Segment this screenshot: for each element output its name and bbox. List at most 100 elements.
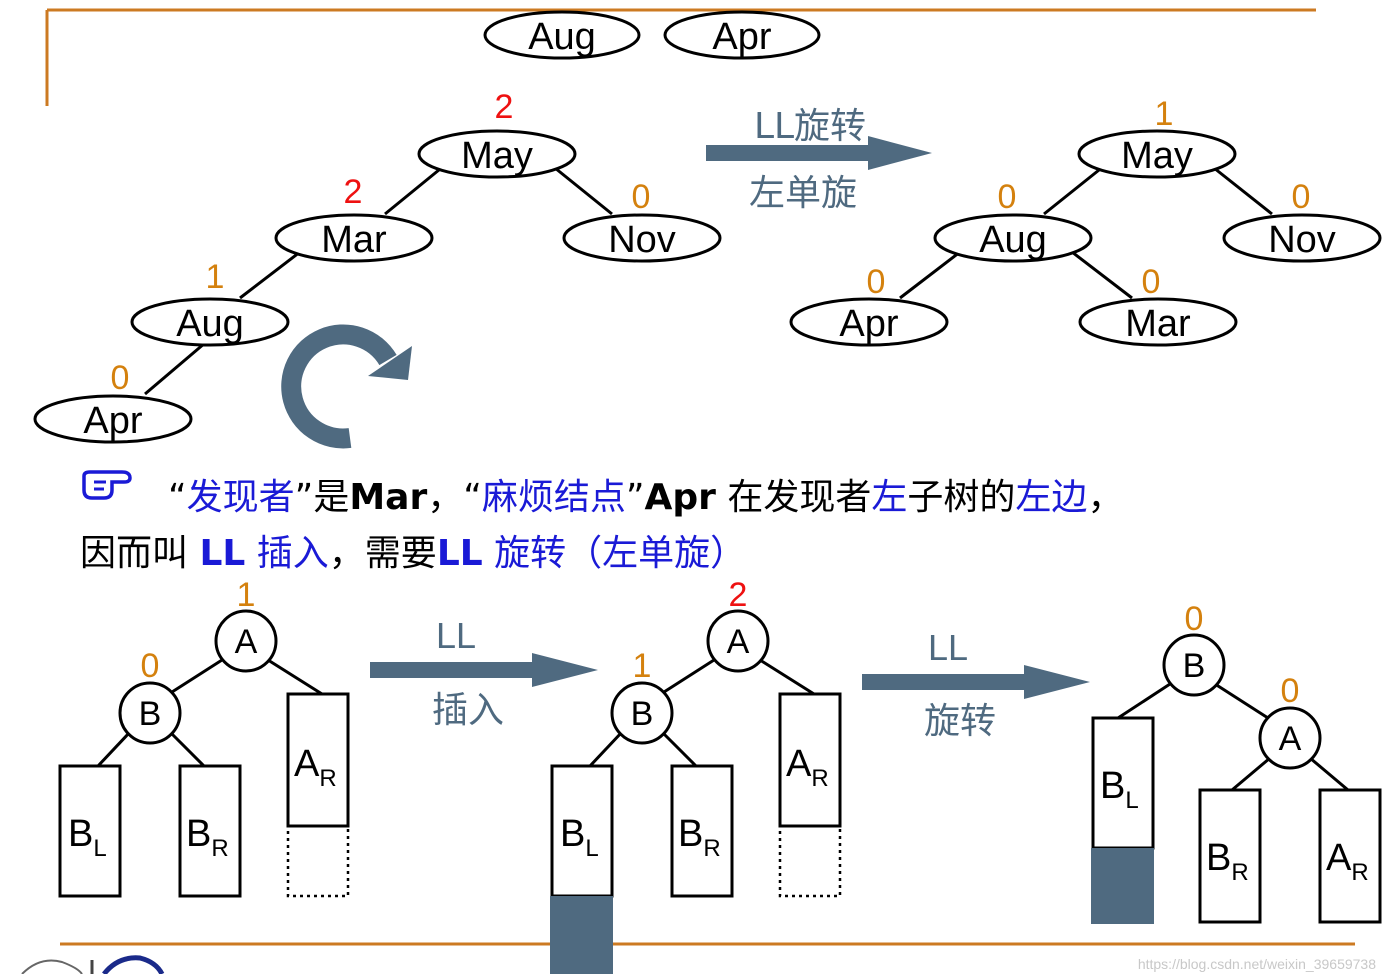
subtree-bl: BL xyxy=(1091,716,1155,924)
tree-after: May 1 Aug 0 Nov 0 Apr 0 Mar 0 xyxy=(789,95,1382,347)
rotation-word: 旋转（左单旋） xyxy=(482,533,747,574)
explanation-line-1: “发现者”是Mar，“麻烦结点”Apr 在发现者左子树的左边， xyxy=(168,478,1123,518)
node-may: May xyxy=(417,129,577,179)
trouble-value: Apr xyxy=(644,477,716,518)
svg-text:B: B xyxy=(139,695,162,733)
edge-b-bl xyxy=(1117,682,1171,720)
svg-text:AR: AR xyxy=(1326,837,1369,886)
svg-text:B: B xyxy=(1183,647,1206,685)
svg-text:B: B xyxy=(631,695,654,733)
node-apr: Apr xyxy=(789,297,949,347)
ll-insert-label-2: 插入 xyxy=(432,690,504,731)
subtree-ar: AR xyxy=(1318,788,1382,924)
tree-before: May 2 Mar 2 Nov 0 Aug 1 Apr 0 xyxy=(33,88,722,444)
subtree-br: BR xyxy=(178,764,242,898)
open-quote: “ xyxy=(168,477,187,518)
svg-text:Aug: Aug xyxy=(979,219,1047,261)
node-may: May xyxy=(1077,129,1237,179)
finder-value: Mar xyxy=(349,477,428,518)
edge-b-br xyxy=(660,730,698,768)
ll-term: LL xyxy=(199,533,246,574)
open-quote: “ xyxy=(463,477,482,518)
svg-text:Mar: Mar xyxy=(1125,303,1191,345)
edge-may-aug xyxy=(1043,164,1105,216)
rotate-clockwise-icon xyxy=(281,324,412,449)
edge-b-a xyxy=(1214,682,1269,720)
edge-aug-apr xyxy=(899,250,961,300)
edge-b-bl xyxy=(588,730,624,768)
svg-text:BR: BR xyxy=(678,813,721,862)
ll-term: LL xyxy=(436,533,483,574)
insert-word: 插入 xyxy=(245,533,329,574)
node-mar: Mar xyxy=(274,213,434,263)
node-nov: Nov xyxy=(562,213,722,263)
edge-a-b xyxy=(663,658,715,694)
ll-rotate-label-2: 旋转 xyxy=(924,701,996,742)
left-word: 左 xyxy=(871,477,908,518)
text-fragment: ，需要 xyxy=(328,533,437,574)
edge-may-nov xyxy=(554,166,613,216)
subtree-br: BR xyxy=(1198,788,1262,924)
subtree-ar-dotted-extension xyxy=(778,824,842,898)
subtree-bl-inserted-block xyxy=(1091,848,1154,924)
svg-text:BL: BL xyxy=(560,813,599,862)
finder-term: 发现者 xyxy=(186,477,295,518)
node-a: A xyxy=(706,609,770,673)
watermark: https://blog.csdn.net/weixin_39659738 xyxy=(1137,956,1376,972)
factor-nov: 0 xyxy=(632,178,651,216)
edge-a-ar xyxy=(1309,756,1349,792)
subtree-ar-dotted-extension xyxy=(286,824,350,898)
svg-text:BL: BL xyxy=(68,813,107,862)
text-fragment: 子树的 xyxy=(907,477,1016,518)
svg-text:Apr: Apr xyxy=(83,400,142,442)
svg-text:May: May xyxy=(461,135,533,177)
inserted-node-apr: Apr xyxy=(663,10,821,60)
node-b: B xyxy=(118,681,182,745)
factor-a: 1 xyxy=(237,576,256,614)
edge-b-bl xyxy=(96,730,132,768)
ll-rotation-arrow: LL旋转 左单旋 xyxy=(706,106,932,214)
node-nov: Nov xyxy=(1222,213,1382,263)
ll-rotate-label-1: LL xyxy=(928,627,968,668)
trouble-term: 麻烦结点 xyxy=(481,477,626,518)
factor-may: 2 xyxy=(495,88,514,126)
svg-text:AR: AR xyxy=(294,743,337,792)
svg-text:Nov: Nov xyxy=(1268,219,1336,261)
edge-a-ar xyxy=(759,658,815,696)
left-side-word: 左边 xyxy=(1015,477,1088,518)
edge-aug-mar xyxy=(1071,250,1133,300)
edge-may-nov xyxy=(1213,166,1273,216)
svg-text:Apr: Apr xyxy=(839,303,898,345)
ll-rotation-label: LL旋转 xyxy=(754,106,866,147)
factor-aug: 1 xyxy=(206,258,225,296)
close-quote: ”是 xyxy=(294,477,350,518)
text-fragment: 在发现者 xyxy=(715,477,872,518)
node-aug: Aug xyxy=(933,213,1093,263)
node-aug: Aug xyxy=(130,297,290,347)
edge-a-ar xyxy=(267,658,323,696)
generic-stage-2: 2 A 1 B BL BR AR xyxy=(550,576,842,974)
factor-b: 0 xyxy=(141,647,160,685)
factor-b: 1 xyxy=(633,647,652,685)
ll-insert-label-1: LL xyxy=(436,615,476,656)
explanation-line-2: 因而叫 LL 插入，需要LL 旋转（左单旋） xyxy=(80,534,746,574)
close-quote: ” xyxy=(625,477,645,518)
factor-mar: 0 xyxy=(1142,263,1161,301)
left-single-rotation-label: 左单旋 xyxy=(749,173,857,214)
subtree-bl: BL xyxy=(58,764,122,898)
factor-may: 1 xyxy=(1155,95,1174,133)
edge-aug-apr xyxy=(144,341,206,396)
factor-mar: 2 xyxy=(344,173,363,211)
ll-rotate-arrow: LL 旋转 xyxy=(862,627,1090,742)
edge-b-br xyxy=(168,730,206,768)
generic-stage-3: 0 B 0 A BL BR AR xyxy=(1091,600,1382,924)
factor-apr: 0 xyxy=(111,359,130,397)
node-a: A xyxy=(1258,706,1322,770)
node-b: B xyxy=(1162,633,1226,697)
factor-aug: 0 xyxy=(998,178,1017,216)
svg-text:Apr: Apr xyxy=(712,16,771,58)
subtree-ar: AR xyxy=(286,692,350,828)
svg-text:A: A xyxy=(727,623,750,661)
edge-mar-aug xyxy=(239,250,301,300)
svg-text:A: A xyxy=(235,623,258,661)
